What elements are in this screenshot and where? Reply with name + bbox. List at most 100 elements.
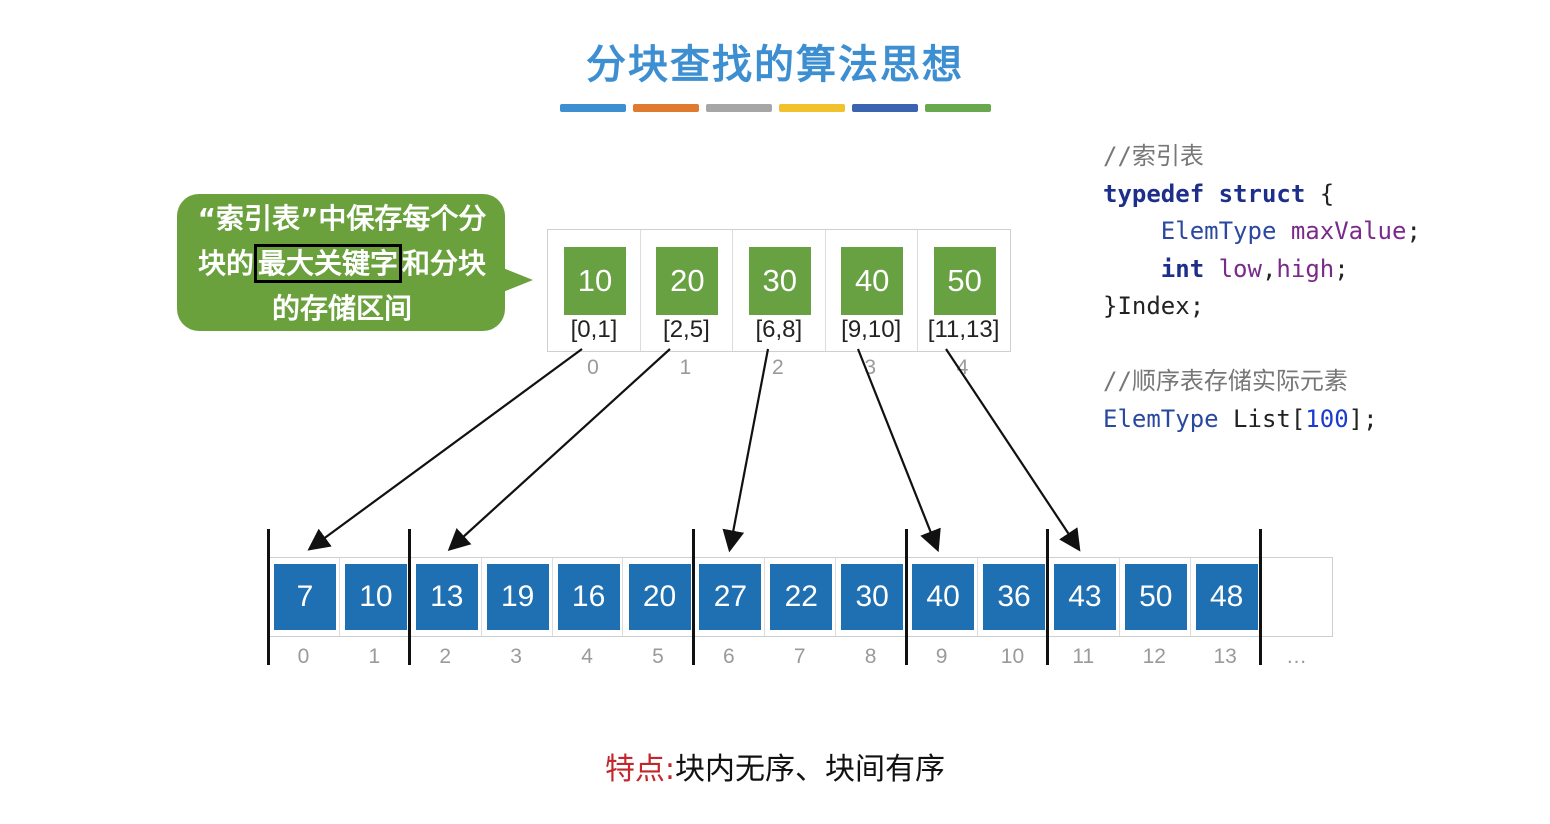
arrow-block-1	[447, 348, 671, 551]
block-separator	[1046, 529, 1050, 665]
code-bracket-close: ];	[1348, 404, 1378, 433]
list-element: 16	[557, 564, 620, 630]
code-semicolon-2: ;	[1334, 254, 1349, 283]
list-element: 13	[415, 564, 478, 630]
list-subscript: 12	[1142, 645, 1166, 668]
list-cell: 50	[1120, 558, 1191, 636]
code-type-elemtype-2: ElemType	[1103, 404, 1219, 433]
list-element: 40	[912, 564, 975, 630]
code-list-name: List	[1233, 404, 1291, 433]
list-cell: 7	[269, 558, 340, 636]
list-element: 22	[770, 564, 833, 630]
feature-label: 特点:	[604, 752, 676, 787]
index-range: [0,1]	[570, 316, 618, 343]
list-cell: 20	[624, 558, 695, 636]
code-comma: ,	[1261, 254, 1277, 283]
arrow-block-2	[722, 348, 770, 553]
code-comment-index: //索引表	[1103, 142, 1204, 170]
list-element: 50	[1124, 564, 1187, 630]
list-subscript: 9	[935, 645, 948, 668]
code-bracket-open: [	[1290, 404, 1306, 433]
list-cell: 10	[340, 558, 411, 636]
list-ellipsis: …	[1285, 645, 1307, 668]
list-element: 43	[1053, 564, 1116, 630]
list-subscript: 10	[1000, 645, 1025, 668]
index-table-subscript: 0	[587, 356, 599, 379]
list-subscript: 3	[510, 645, 522, 668]
index-table-cell: 40[9,10]	[825, 230, 919, 351]
list-element: 27	[699, 564, 762, 630]
index-range: [6,8]	[755, 316, 803, 343]
index-table-subscript: 3	[864, 356, 877, 379]
callout-tail	[503, 268, 533, 292]
index-table-cell: 30[6,8]	[733, 230, 826, 351]
list-cell: 40	[907, 558, 978, 636]
list-cell: 43	[1049, 558, 1120, 636]
index-table-cell: 50[11,13]	[918, 230, 1010, 351]
page-title: 分块查找的算法思想	[586, 42, 964, 88]
list-cell: 48	[1191, 558, 1262, 636]
list-cell: 30	[836, 558, 908, 636]
code-close-index: }Index;	[1103, 292, 1205, 320]
index-table: 10[0,1]20[2,5]30[6,8]40[9,10]50[11,13]	[547, 229, 1011, 352]
code-field-high: high	[1276, 254, 1335, 283]
index-range: [9,10]	[841, 316, 902, 343]
index-max-key: 20	[656, 247, 719, 315]
list-subscript: 5	[652, 645, 664, 668]
feature-line: 特点:块内无序、块间有序	[0, 744, 1550, 788]
list-subscript: 8	[864, 645, 877, 668]
list-cell: 27	[694, 558, 766, 636]
callout-highlight: 最大关键字	[253, 244, 402, 283]
list-subscript: 2	[439, 645, 452, 668]
underline-stripe	[779, 104, 845, 112]
index-range: [2,5]	[663, 316, 710, 343]
code-semicolon: ;	[1406, 217, 1421, 245]
list-element: 20	[628, 564, 691, 630]
list-subscript: 6	[722, 645, 735, 668]
list-subscript: 11	[1072, 645, 1095, 668]
underline-stripe	[633, 104, 699, 112]
index-table-subscript: 4	[956, 356, 969, 379]
index-table-cell: 20[2,5]	[640, 230, 734, 351]
index-max-key: 30	[748, 247, 811, 315]
block-separator	[691, 529, 695, 665]
underline-stripe	[925, 104, 991, 112]
index-max-key: 40	[841, 247, 904, 315]
list-subscript: 7	[793, 645, 806, 668]
list-subscript: 1	[368, 645, 381, 668]
list-element: 36	[983, 564, 1045, 630]
block-separator	[1259, 529, 1263, 665]
list-element: 30	[841, 564, 904, 630]
code-comment-list: //顺序表存储实际元素	[1103, 367, 1348, 395]
arrow-block-3	[856, 348, 941, 553]
arrow-block-0	[307, 348, 583, 551]
list-element: 48	[1195, 564, 1258, 630]
code-snippet: //索引表 typedef struct { ElemType maxValue…	[1103, 138, 1421, 438]
list-element: 7	[274, 564, 336, 630]
code-kw-struct: struct	[1218, 179, 1306, 208]
callout-text-after: 和分块的存储区间	[271, 247, 487, 325]
list-subscript: 4	[581, 645, 593, 668]
code-kw-typedef: typedef	[1103, 179, 1205, 208]
list-cell: 36	[978, 558, 1049, 636]
callout-bubble: “索引表”中保存每个分块的最大关键字和分块的存储区间	[177, 194, 505, 331]
block-separator	[904, 529, 908, 665]
list-cell: 22	[765, 558, 837, 636]
list-subscript: 13	[1213, 645, 1237, 668]
code-field-low: low	[1218, 254, 1262, 283]
code-field-maxvalue: maxValue	[1290, 217, 1407, 245]
underline-stripe	[852, 104, 918, 112]
feature-text: 块内无序、块间有序	[675, 752, 946, 787]
arrow-block-4	[945, 348, 1081, 552]
block-separator	[408, 529, 412, 665]
index-table-subscript: 2	[771, 356, 784, 379]
underline-stripe	[560, 104, 626, 112]
index-table-cell: 10[0,1]	[548, 230, 641, 351]
index-table-subscript: 1	[679, 356, 692, 379]
list-element: 19	[486, 564, 549, 630]
code-brace-open: {	[1305, 179, 1335, 208]
index-max-key: 50	[933, 247, 996, 315]
list-cell: 16	[553, 558, 624, 636]
